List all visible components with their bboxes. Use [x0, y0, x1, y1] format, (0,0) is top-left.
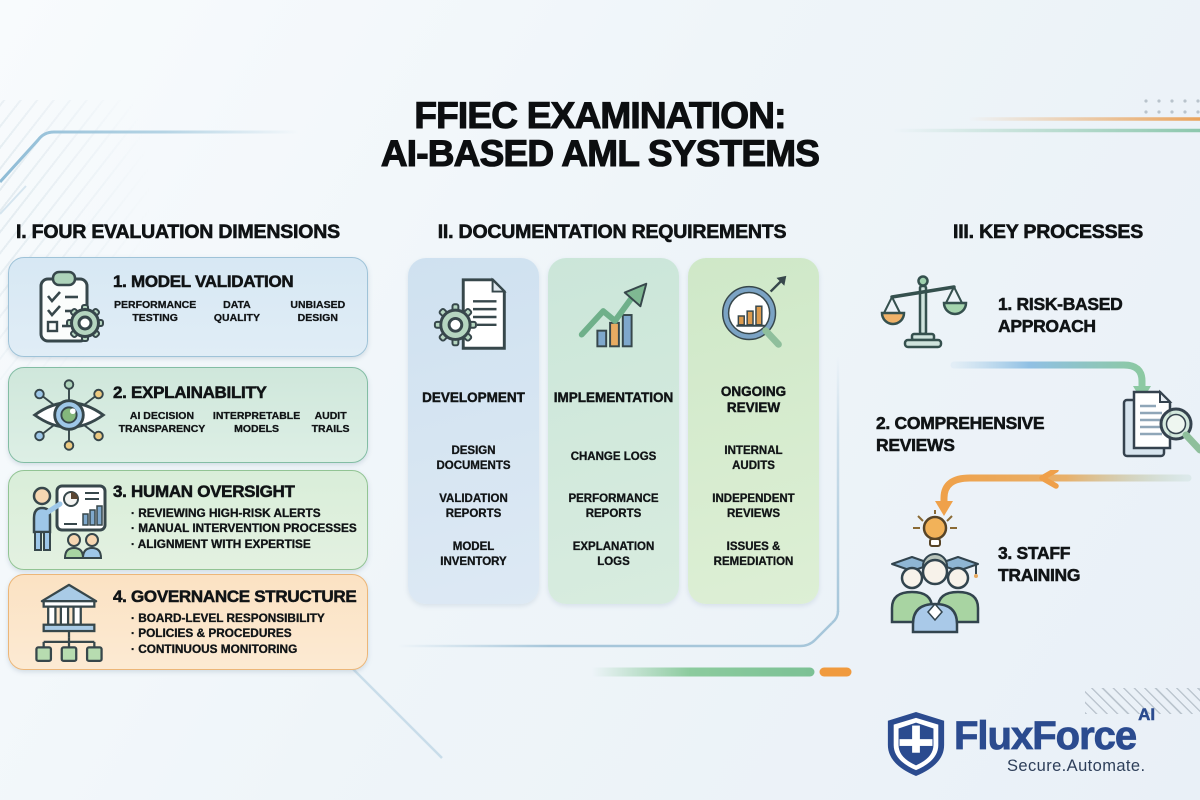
- card-governance-structure: 4. GOVERNANCE STRUCTURE · BOARD-LEVEL RE…: [8, 574, 368, 670]
- subitem: AUDIT TRAILS: [311, 410, 350, 435]
- column-implementation: IMPLEMENTATION CHANGE LOGS PERFORMANCE R…: [548, 258, 679, 604]
- bullet: · BOARD-LEVEL RESPONSIBILITY: [131, 611, 325, 625]
- card-title: 3. HUMAN OVERSIGHT: [113, 482, 295, 502]
- balance-scale-icon: [880, 266, 968, 369]
- gear-document-icon: [408, 272, 539, 360]
- clipboard-gear-icon: [21, 258, 117, 356]
- card-bullets: · BOARD-LEVEL RESPONSIBILITY · POLICIES …: [131, 611, 359, 657]
- flow-arrow-left-down: [926, 467, 1194, 525]
- column-item: VALIDATION REPORTS: [439, 493, 508, 520]
- page-title: FFIEC EXAMINATION: AI-BASED AML SYSTEMS: [380, 95, 820, 174]
- card-subitems: AI DECISION TRANSPARENCY INTERPRETABLE M…: [113, 410, 359, 436]
- brand-tagline: Secure.Automate.: [1007, 757, 1146, 775]
- bullet: · ALIGNMENT WITH EXPERTISE: [131, 536, 311, 551]
- card-title: 4. GOVERNANCE STRUCTURE: [113, 587, 357, 607]
- column-item: PERFORMANCE REPORTS: [568, 493, 659, 520]
- presenter-icon: [21, 471, 117, 569]
- eye-network-icon: [21, 368, 117, 462]
- fluxforce-shield-icon: [884, 710, 948, 783]
- growth-chart-icon: [548, 272, 679, 360]
- column-item: CHANGE LOGS: [570, 451, 657, 463]
- bank-orgchart-icon: [21, 575, 117, 669]
- staff-training-icon: [880, 510, 990, 639]
- column-item: INDEPENDENT REVIEWS: [712, 493, 795, 520]
- section2-header: II. DOCUMENTATION REQUIREMENTS: [437, 221, 787, 244]
- bullet: · POLICIES & PROCEDURES: [131, 626, 292, 641]
- column-ongoing-review: ONGOING REVIEW INTERNAL AUDITS INDEPENDE…: [688, 258, 819, 604]
- subitem: DATA QUALITY: [213, 299, 260, 324]
- bullet: · MANUAL INTERVENTION PROCESSES: [131, 521, 357, 536]
- subitem: AI DECISION TRANSPARENCY: [118, 410, 206, 435]
- bullet: · REVIEWING HIGH-RISK ALERTS: [131, 506, 321, 520]
- column-title: IMPLEMENTATION: [553, 390, 674, 405]
- column-title: DEVELOPMENT: [422, 390, 525, 405]
- logo-hatch-pattern: [1085, 688, 1200, 714]
- subitem: INTERPRETABLE MODELS: [212, 410, 301, 435]
- brand-suffix: AI: [1138, 704, 1156, 724]
- subitem: UNBIASED DESIGN: [290, 299, 346, 324]
- step-risk-based-approach: 1. RISK-BASED APPROACH: [998, 294, 1123, 336]
- card-title: 2. EXPLAINABILITY: [113, 383, 267, 403]
- section1-header: I. FOUR EVALUATION DIMENSIONS: [16, 221, 341, 244]
- card-bullets: · REVIEWING HIGH-RISK ALERTS · MANUAL IN…: [131, 506, 359, 552]
- step-staff-training: 3. STAFF TRAINING: [998, 543, 1081, 585]
- card-model-validation: 1. MODEL VALIDATION PERFORMANCE TESTING …: [8, 257, 368, 357]
- column-item: INTERNAL AUDITS: [724, 445, 783, 472]
- magnifier-chart-icon: [688, 272, 819, 360]
- brand-text: FluxForce: [954, 714, 1138, 759]
- column-title: ONGOING REVIEW: [720, 384, 787, 415]
- card-explainability: 2. EXPLAINABILITY AI DECISION TRANSPAREN…: [8, 367, 368, 463]
- documents-magnifier-icon: [1118, 386, 1200, 479]
- column-item: EXPLANATION LOGS: [572, 541, 655, 568]
- subitem: PERFORMANCE TESTING: [113, 299, 197, 324]
- column-item: ISSUES & REMEDIATION: [713, 541, 794, 568]
- column-item: MODEL INVENTORY: [440, 541, 507, 568]
- card-title: 1. MODEL VALIDATION: [113, 272, 294, 292]
- column-development: DEVELOPMENT DESIGN DOCUMENTS VALIDATION …: [408, 258, 539, 604]
- card-human-oversight: 3. HUMAN OVERSIGHT · REVIEWING HIGH-RISK…: [8, 470, 368, 570]
- step-comprehensive-reviews: 2. COMPREHENSIVE REVIEWS: [876, 413, 1045, 455]
- section3-header: III. KEY PROCESSES: [952, 221, 1144, 244]
- bullet: · CONTINUOUS MONITORING: [131, 641, 298, 656]
- card-subitems: PERFORMANCE TESTING DATA QUALITY UNBIASE…: [113, 299, 359, 325]
- column-item: DESIGN DOCUMENTS: [436, 445, 511, 472]
